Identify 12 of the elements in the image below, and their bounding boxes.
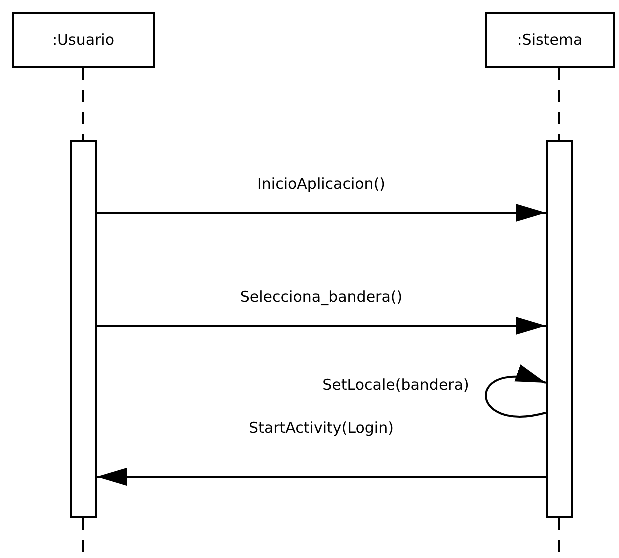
message-arrow (97, 468, 546, 486)
message-arrow (97, 317, 546, 335)
activation-bar (70, 140, 97, 518)
self-message-arrow (485, 366, 546, 418)
lifeline-header-box: :Usuario (12, 12, 155, 68)
message-arrow (97, 204, 546, 222)
edge-label: StartActivity(Login) (247, 419, 396, 437)
lifeline (82, 68, 84, 140)
lifeline-header-box: :Sistema (485, 12, 615, 68)
edge-label: SetLocale(bandera) (320, 376, 472, 394)
lifeline (558, 68, 560, 140)
activation-bar (546, 140, 573, 518)
